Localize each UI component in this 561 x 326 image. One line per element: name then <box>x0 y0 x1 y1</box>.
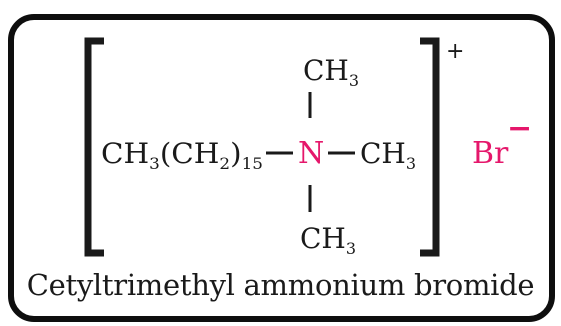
methyl-bottom: CH3 <box>300 222 356 258</box>
bromide-ion: Br <box>472 136 509 171</box>
nitrogen-atom: N <box>298 136 324 171</box>
structure-card <box>8 14 555 322</box>
positive-charge: + <box>446 39 464 64</box>
left-bracket <box>84 37 104 257</box>
bromide-charge: − <box>507 111 532 146</box>
compound-name: Cetyltrimethyl ammonium bromide <box>26 268 535 302</box>
methyl-right: CH3 <box>360 137 416 173</box>
right-bracket <box>420 37 440 257</box>
methyl-top: CH3 <box>303 54 359 90</box>
